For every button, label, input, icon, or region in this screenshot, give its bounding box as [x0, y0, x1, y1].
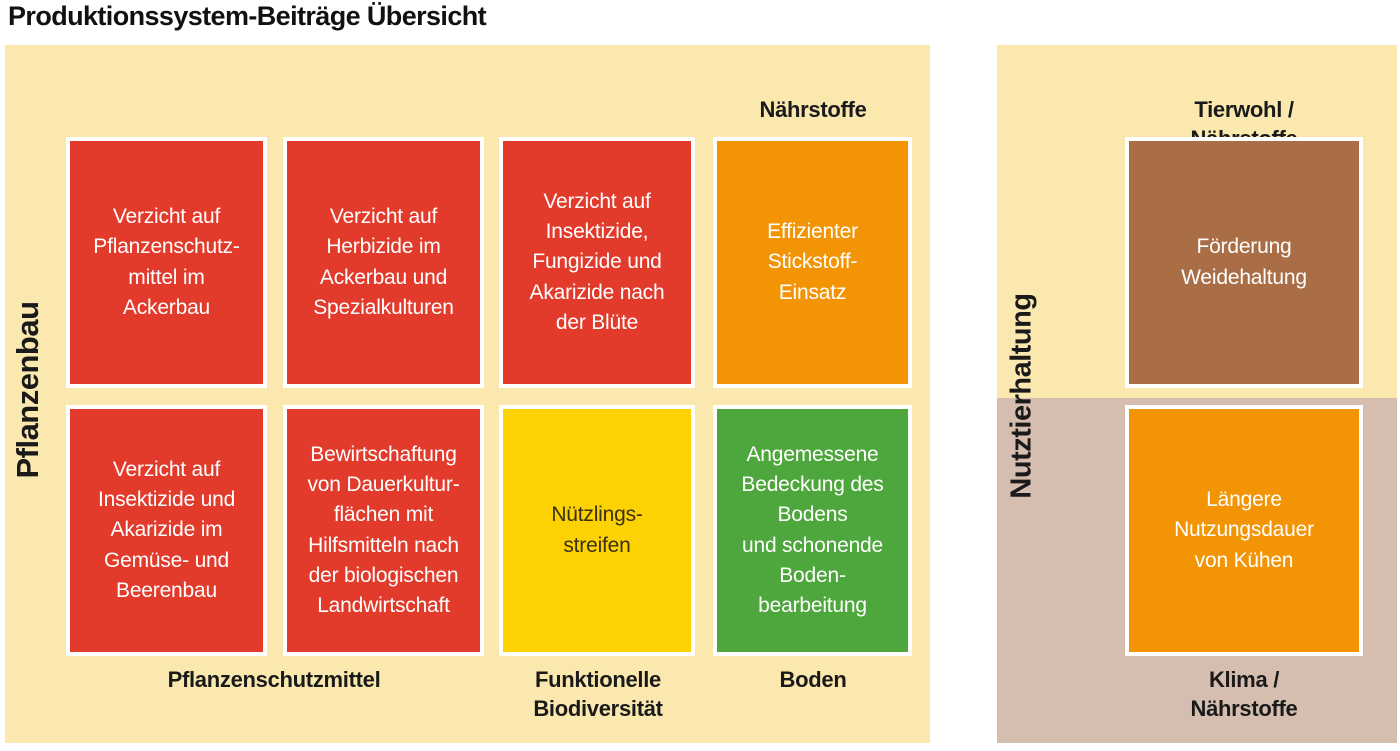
measure-box-no-insecticides-after-bloom: Verzicht auf Insektizide, Fungizide und …: [499, 137, 695, 388]
measure-box-no-insecticides-vegetables: Verzicht auf Insektizide und Akarizide i…: [66, 405, 267, 656]
measure-box-no-herbicides: Verzicht auf Herbizide im Ackerbau und S…: [283, 137, 484, 388]
plant-axis-label: Pflanzenbau: [10, 301, 45, 479]
soil-category-label: Boden: [779, 667, 847, 692]
nutrients-category-label: Nährstoffe: [759, 97, 867, 122]
plant-protection-category-label: Pflanzenschutzmittel: [167, 667, 381, 692]
measure-box-pasture-promotion: Förderung Weidehaltung: [1125, 137, 1363, 388]
functional-biodiversity-category-label: Funktionelle Biodiversität: [533, 667, 663, 721]
livestock-axis-label: Nutztierhaltung: [1005, 293, 1038, 499]
climate-nutrients-category-label: Klima / Nährstoffe: [1190, 667, 1298, 721]
measure-box-longer-cow-lifespan: Längere Nutzungsdauer von Kühen: [1125, 405, 1363, 656]
measure-box-beneficial-strips: Nützlings- streifen: [499, 405, 695, 656]
measure-box-no-plant-protection-arable: Verzicht auf Pflanzenschutz- mittel im A…: [66, 137, 267, 388]
measure-box-efficient-nitrogen: Effizienter Stickstoff- Einsatz: [713, 137, 912, 388]
page-title: Produktionssystem-Beiträge Übersicht: [8, 1, 487, 31]
measure-box-permanent-crops-organic: Bewirtschaftung von Dauerkultur- flächen…: [283, 405, 484, 656]
measure-box-soil-cover-tillage: Angemessene Bedeckung des Bodens und sch…: [713, 405, 912, 656]
